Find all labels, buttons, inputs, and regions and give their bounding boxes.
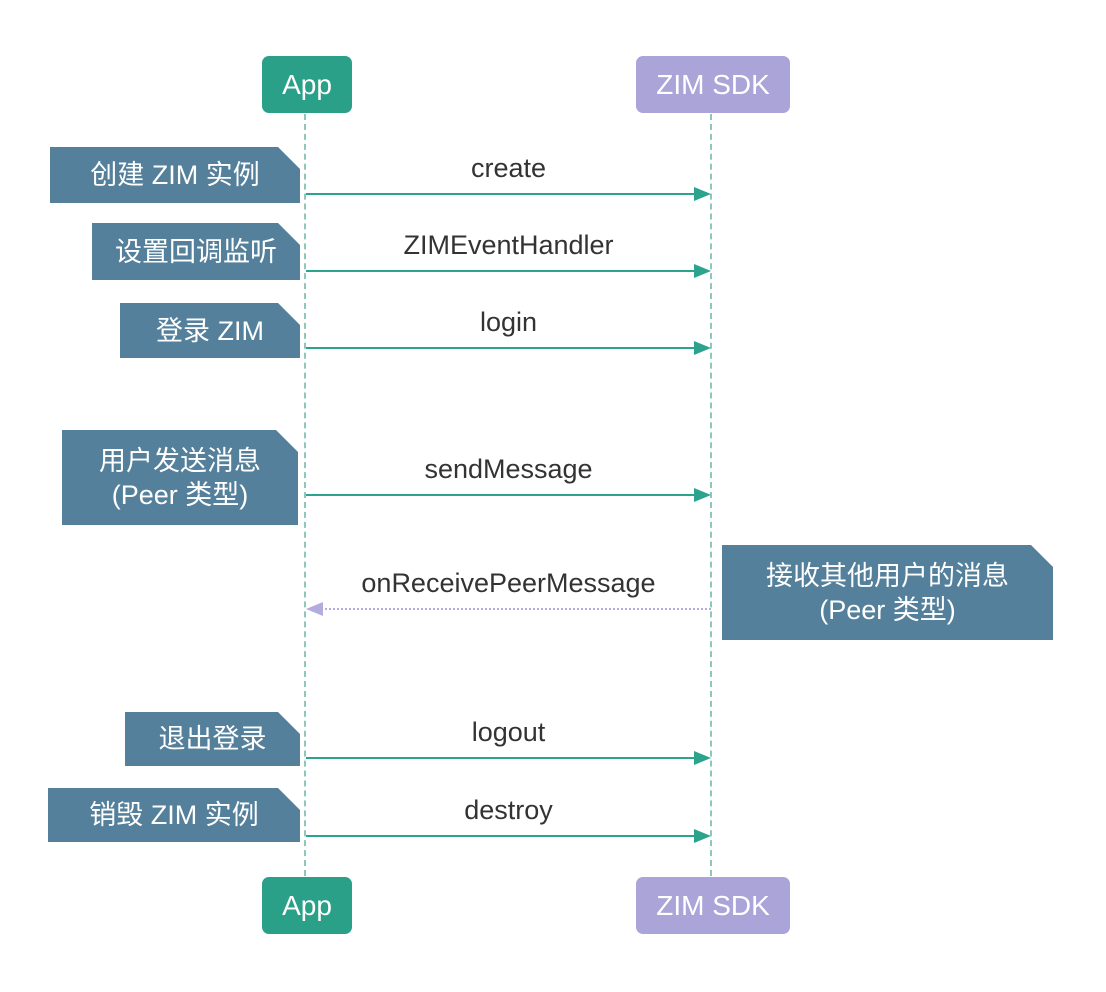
arrowhead-left-icon xyxy=(306,602,323,616)
zim-sdk-lifeline xyxy=(710,114,712,876)
arrow-line xyxy=(306,757,703,759)
step-label: 退出登录 xyxy=(158,724,267,754)
message-logout-label: logout xyxy=(471,717,546,747)
message-create: create xyxy=(306,150,711,202)
step-label: 设置回调监听 xyxy=(115,236,277,267)
step-label: 创建 ZIM 实例 xyxy=(90,160,260,190)
step-user-send-message: 用户发送消息 (Peer 类型) xyxy=(62,430,298,525)
dotted-arrow-line xyxy=(316,608,711,610)
actor-app-bottom: App xyxy=(262,877,352,934)
step-destroy-zim-instance: 销毁 ZIM 实例 xyxy=(48,788,300,842)
message-create-arrow xyxy=(306,186,711,202)
note-label-line2: (Peer 类型) xyxy=(819,594,956,625)
message-logout: logout xyxy=(306,714,711,766)
message-destroy-label: destroy xyxy=(464,795,553,825)
message-onreceivepeermessage: onReceivePeerMessage xyxy=(306,565,711,617)
step-label-line2: (Peer 类型) xyxy=(111,479,249,510)
message-onreceivepeermessage-label: onReceivePeerMessage xyxy=(361,568,656,598)
step-create-zim-instance: 创建 ZIM 实例 xyxy=(50,147,300,203)
message-sendmessage: sendMessage xyxy=(306,451,711,503)
message-zimeventhandler-label: ZIMEventHandler xyxy=(403,230,614,260)
arrowhead-right-icon xyxy=(694,488,711,502)
message-destroy-arrow xyxy=(306,828,711,844)
arrow-line xyxy=(306,347,703,349)
message-onreceivepeermessage-arrow xyxy=(306,601,711,617)
step-label: 销毁 ZIM 实例 xyxy=(89,800,259,830)
message-sendmessage-label: sendMessage xyxy=(424,454,593,484)
arrow-line xyxy=(306,494,703,496)
step-set-event-handler: 设置回调监听 xyxy=(92,223,300,280)
message-create-label: create xyxy=(470,153,547,183)
message-login-label: login xyxy=(479,307,538,337)
arrow-line xyxy=(306,193,703,195)
arrow-line xyxy=(306,270,703,272)
arrowhead-right-icon xyxy=(694,341,711,355)
step-login-zim: 登录 ZIM xyxy=(120,303,300,358)
actor-zim-sdk-top: ZIM SDK xyxy=(636,56,790,113)
arrowhead-right-icon xyxy=(694,751,711,765)
note-label-line1: 接收其他用户的消息 xyxy=(766,560,1009,591)
message-login: login xyxy=(306,304,711,356)
message-zimeventhandler-arrow xyxy=(306,263,711,279)
message-logout-arrow xyxy=(306,750,711,766)
note-receive-peer-message: 接收其他用户的消息 (Peer 类型) xyxy=(722,545,1053,640)
app-lifeline xyxy=(304,114,306,876)
arrowhead-right-icon xyxy=(694,264,711,278)
message-sendmessage-arrow xyxy=(306,487,711,503)
step-label-line1: 用户发送消息 xyxy=(99,445,261,476)
message-destroy: destroy xyxy=(306,792,711,844)
step-label: 登录 ZIM xyxy=(156,315,264,346)
message-login-arrow xyxy=(306,340,711,356)
actor-app-top: App xyxy=(262,56,352,113)
arrowhead-right-icon xyxy=(694,829,711,843)
arrow-line xyxy=(306,835,703,837)
arrowhead-right-icon xyxy=(694,187,711,201)
actor-zim-sdk-bottom: ZIM SDK xyxy=(636,877,790,934)
step-logout: 退出登录 xyxy=(125,712,300,766)
message-zimeventhandler: ZIMEventHandler xyxy=(306,227,711,279)
